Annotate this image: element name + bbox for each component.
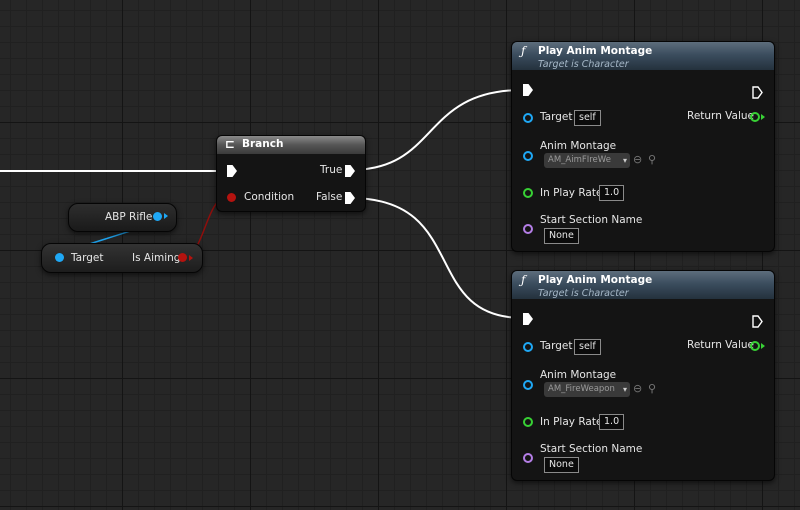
branch-false-output-pin[interactable] (345, 192, 355, 204)
montage-anim-label: Anim Montage (540, 140, 617, 152)
branch-icon: ⊏ (225, 137, 236, 151)
exec-output-outline-icon (752, 315, 763, 328)
is-aiming-output-arrow-icon (189, 255, 193, 261)
branch-header: ⊏ Branch (217, 136, 365, 154)
montage-rate-field[interactable]: 1.0 (599, 185, 625, 201)
montage-exec-output-pin[interactable] (752, 84, 763, 103)
is-aiming-label: Is Aiming (132, 252, 181, 264)
browse-back-icon[interactable]: ⊖ (633, 153, 643, 166)
montage-anim-value: AM_FireWeapon (548, 384, 615, 394)
montage-return-pin[interactable] (750, 112, 760, 122)
exec-wire-false (349, 197, 524, 319)
montage-section-field[interactable]: None (544, 228, 579, 244)
abp-rifle-label: ABP Rifle (105, 211, 153, 223)
exec-output-outline-icon (752, 86, 763, 99)
montage-rate-pin[interactable] (523, 188, 533, 198)
montage-target-label: Target (540, 111, 573, 123)
montage-section-pin[interactable] (523, 453, 533, 463)
montage-section-label: Start Section Name (540, 443, 643, 455)
montage-return-label: Return Value (687, 339, 755, 351)
play-anim-montage-node-bottom[interactable]: ƒ Play Anim Montage Target is Character … (511, 270, 775, 481)
branch-condition-label: Condition (244, 191, 295, 203)
montage-rate-label: In Play Rate (540, 416, 603, 428)
montage-header: ƒ Play Anim Montage Target is Character (512, 271, 774, 299)
montage-section-field[interactable]: None (544, 457, 579, 473)
is-aiming-output-pin[interactable] (178, 253, 187, 262)
montage-target-field[interactable]: self (574, 339, 601, 355)
getter-target-label: Target (71, 252, 104, 264)
montage-section-label: Start Section Name (540, 214, 643, 226)
function-icon: ƒ (521, 273, 526, 287)
montage-exec-output-pin[interactable] (752, 313, 763, 332)
branch-exec-input-pin[interactable] (227, 165, 237, 177)
montage-title: Play Anim Montage (538, 274, 653, 286)
montage-section-pin[interactable] (523, 224, 533, 234)
browse-back-icon[interactable]: ⊖ (633, 382, 643, 395)
search-icon[interactable]: ⚲ (648, 153, 657, 166)
function-icon: ƒ (521, 44, 526, 58)
montage-anim-dropdown[interactable]: AM_FireWeapon ▾ (544, 382, 630, 397)
branch-true-label: True (320, 164, 343, 176)
montage-anim-pin[interactable] (523, 380, 533, 390)
branch-title: Branch (242, 138, 284, 150)
branch-true-output-pin[interactable] (345, 165, 355, 177)
chevron-down-icon: ▾ (622, 385, 627, 394)
return-arrow-icon (761, 114, 765, 120)
montage-title: Play Anim Montage (538, 45, 653, 57)
montage-rate-field[interactable]: 1.0 (599, 414, 625, 430)
search-icon[interactable]: ⚲ (648, 382, 657, 395)
montage-return-label: Return Value (687, 110, 755, 122)
montage-target-field[interactable]: self (574, 110, 601, 126)
montage-target-pin[interactable] (523, 113, 533, 123)
chevron-down-icon: ▾ (622, 156, 627, 165)
montage-anim-value: AM_AimFIreWe (548, 155, 611, 165)
exec-wire-true (349, 89, 524, 171)
montage-exec-input-pin[interactable] (523, 84, 533, 96)
montage-target-pin[interactable] (523, 342, 533, 352)
branch-false-label: False (316, 191, 343, 203)
is-aiming-getter-node[interactable]: Target Is Aiming (41, 243, 203, 273)
branch-condition-input-pin[interactable] (227, 193, 236, 202)
play-anim-montage-node-top[interactable]: ƒ Play Anim Montage Target is Character … (511, 41, 775, 252)
montage-subtitle: Target is Character (538, 288, 629, 299)
abp-rifle-output-arrow-icon (164, 213, 168, 219)
abp-rifle-variable-node[interactable]: ABP Rifle (68, 203, 177, 232)
branch-node[interactable]: ⊏ Branch True Condition False (216, 135, 366, 212)
montage-anim-label: Anim Montage (540, 369, 617, 381)
montage-target-label: Target (540, 340, 573, 352)
return-arrow-icon (761, 343, 765, 349)
getter-target-input-pin[interactable] (55, 253, 64, 262)
montage-rate-pin[interactable] (523, 417, 533, 427)
montage-exec-input-pin[interactable] (523, 313, 533, 325)
montage-header: ƒ Play Anim Montage Target is Character (512, 42, 774, 70)
abp-rifle-output-pin[interactable] (153, 212, 162, 221)
montage-subtitle: Target is Character (538, 59, 629, 70)
montage-rate-label: In Play Rate (540, 187, 603, 199)
montage-return-pin[interactable] (750, 341, 760, 351)
montage-anim-pin[interactable] (523, 151, 533, 161)
montage-anim-dropdown[interactable]: AM_AimFIreWe ▾ (544, 153, 630, 168)
